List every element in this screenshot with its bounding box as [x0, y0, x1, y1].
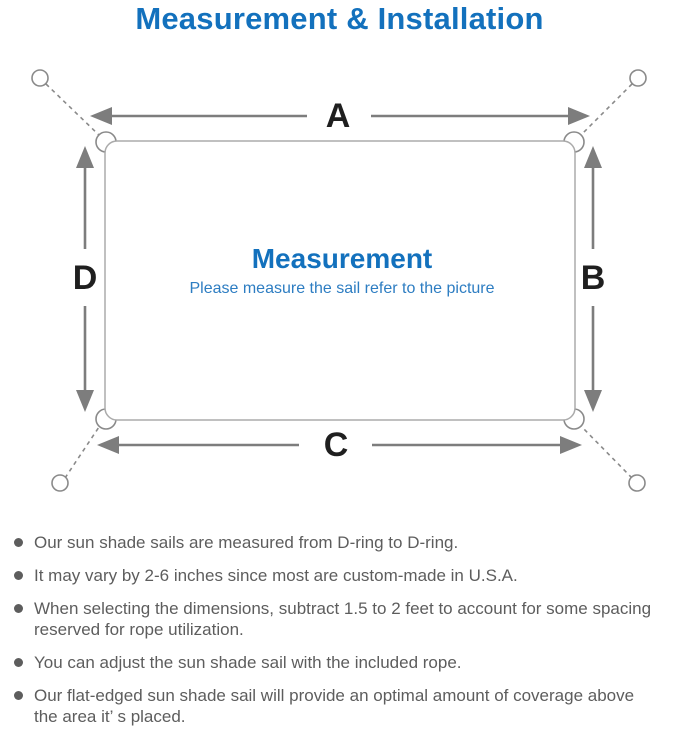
anchor-ring-icon — [31, 69, 49, 87]
note-text: It may vary by 2-6 inches since most are… — [34, 566, 518, 585]
bullet-icon — [14, 658, 23, 667]
label-a: A — [326, 97, 351, 135]
arrow-b-down-head-icon — [584, 390, 602, 412]
tie-line-bottom-right — [578, 423, 633, 479]
arrow-b-up-head-icon — [584, 146, 602, 168]
measure-arrows — [76, 107, 602, 454]
tie-line-top-left — [45, 83, 102, 138]
note-text: You can adjust the sun shade sail with t… — [34, 653, 462, 672]
list-item: Our flat-edged sun shade sail will provi… — [10, 685, 660, 727]
dimension-labels: A B C D — [73, 97, 606, 464]
sail-outline — [104, 140, 576, 421]
arrow-d-up-head-icon — [76, 146, 94, 168]
note-text: When selecting the dimensions, subtract … — [34, 599, 652, 639]
arrow-a-right-head-icon — [568, 107, 590, 125]
anchor-ring-icon — [629, 69, 647, 87]
list-item: Our sun shade sails are measured from D-… — [10, 532, 660, 553]
label-b: B — [581, 259, 606, 297]
arrow-c-right-head-icon — [560, 436, 582, 454]
anchor-rings — [31, 69, 647, 492]
list-item: You can adjust the sun shade sail with t… — [10, 652, 660, 673]
tie-lines — [45, 83, 633, 479]
bullet-icon — [14, 571, 23, 580]
page-title: Measurement & Installation — [135, 1, 544, 36]
note-text: Our flat-edged sun shade sail will provi… — [34, 686, 635, 726]
notes-list: Our sun shade sails are measured from D-… — [10, 532, 660, 739]
bullet-icon — [14, 691, 23, 700]
diagram-heading: Measurement — [252, 243, 433, 274]
note-text: Our sun shade sails are measured from D-… — [34, 533, 459, 552]
arrow-a-left-head-icon — [90, 107, 112, 125]
anchor-ring-icon — [628, 474, 646, 492]
list-item: When selecting the dimensions, subtract … — [10, 598, 660, 640]
bullet-icon — [14, 538, 23, 547]
bullet-icon — [14, 604, 23, 613]
measurement-diagram: A B C D Measurement Please measure the s… — [31, 69, 647, 492]
diagram-subtext: Please measure the sail refer to the pic… — [189, 280, 494, 297]
arrow-d-down-head-icon — [76, 390, 94, 412]
arrow-c-left-head-icon — [97, 436, 119, 454]
list-item: It may vary by 2-6 inches since most are… — [10, 565, 660, 586]
label-d: D — [73, 259, 98, 297]
anchor-ring-icon — [51, 474, 69, 492]
tie-line-top-right — [578, 83, 633, 138]
label-c: C — [324, 426, 349, 464]
tie-line-bottom-left — [64, 423, 102, 479]
